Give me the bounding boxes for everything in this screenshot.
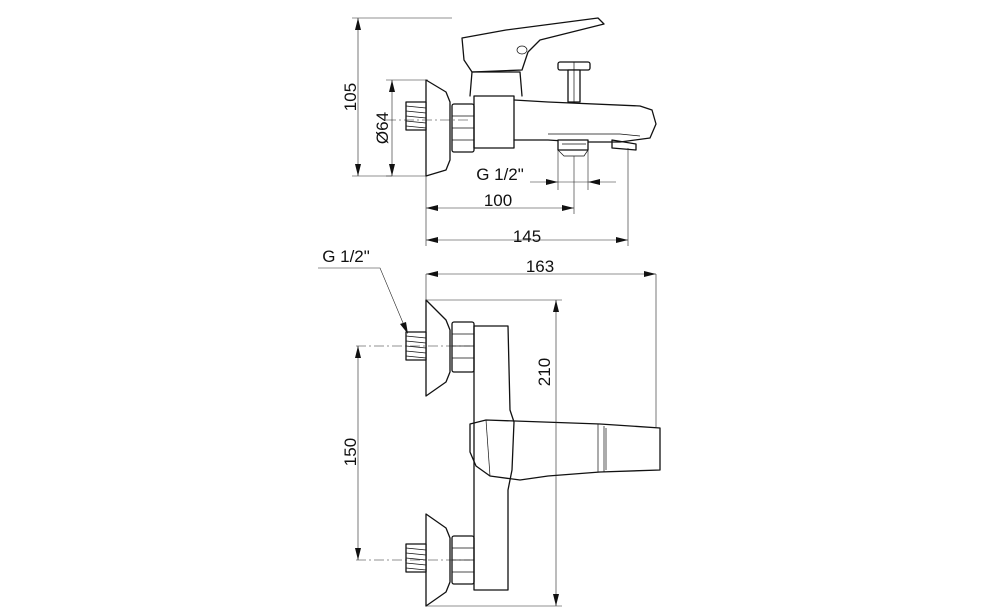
dim-spout-thread: G 1/2" <box>476 165 524 184</box>
side-shower-outlet <box>611 139 637 151</box>
inlet-thread-leader <box>318 267 407 331</box>
side-body <box>473 95 515 149</box>
dim-overall-width: 163 <box>526 257 554 276</box>
side-lever-handle <box>461 17 605 73</box>
dim-overall-depth: 145 <box>513 227 541 246</box>
front-upper-hex-nut <box>451 321 475 373</box>
front-lower-inlet-thread <box>405 543 427 573</box>
side-hex-nut <box>451 103 475 153</box>
side-aerator <box>557 139 589 157</box>
side-view <box>352 17 657 246</box>
side-wall-flange <box>425 79 451 177</box>
front-spout-lever <box>469 419 661 481</box>
dim-overall-height: 210 <box>535 358 554 386</box>
dim-flange-diameter: Ø64 <box>373 112 392 144</box>
side-diverter-knob <box>557 61 591 103</box>
dim-inlet-spacing: 150 <box>341 438 360 466</box>
side-inlet-thread <box>405 101 427 131</box>
dim-side-height: 105 <box>341 83 360 111</box>
front-view <box>318 267 661 607</box>
front-body <box>473 325 515 591</box>
dim-spout-reach: 100 <box>484 191 512 210</box>
front-upper-flange <box>425 299 451 397</box>
side-cartridge <box>469 71 523 97</box>
dim-inlet-thread: G 1/2" <box>322 247 370 266</box>
